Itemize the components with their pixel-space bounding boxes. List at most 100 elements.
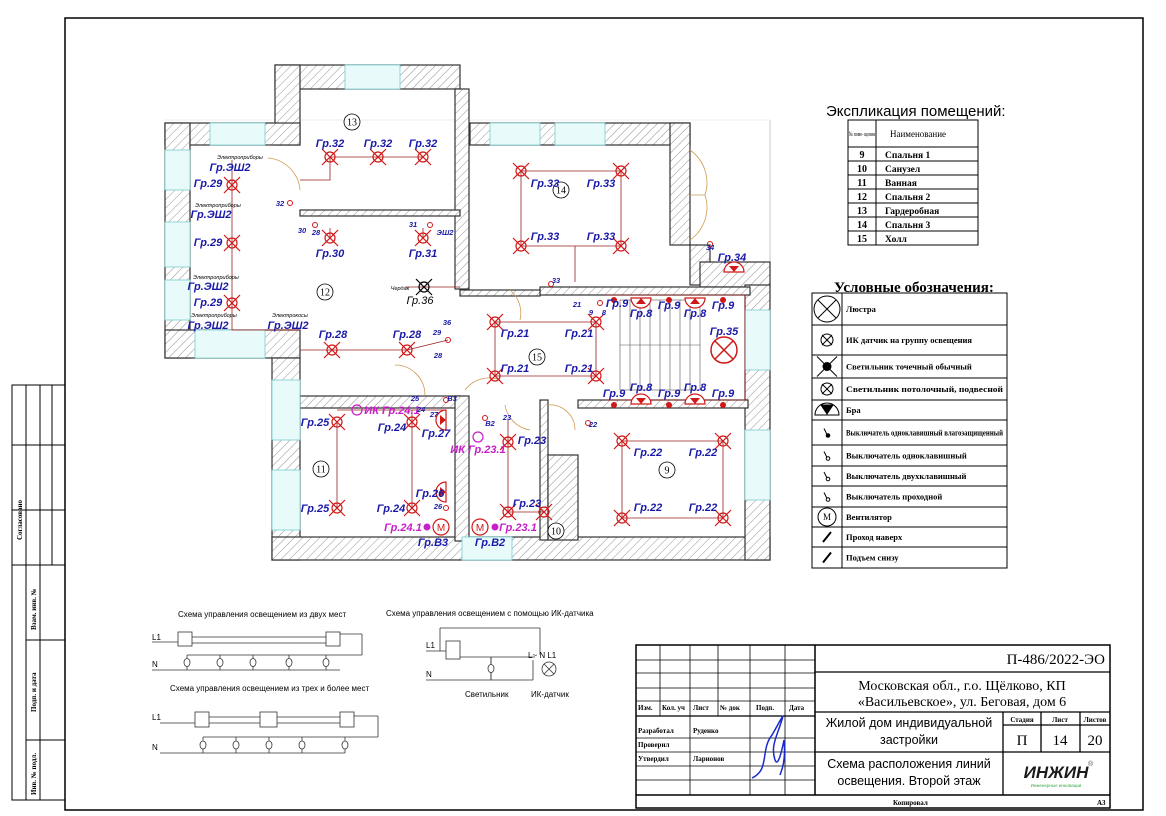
note-label: Электроприборы: [191, 313, 237, 319]
switch-icon: [445, 337, 451, 343]
scheme-lamp-icon: [341, 740, 349, 750]
group-label: Гр.ЭШ2: [187, 281, 228, 293]
chandelier-icon: [710, 336, 738, 364]
ir-light-icon: [491, 523, 499, 531]
note-label: Электроприборы: [195, 203, 241, 209]
lamp-label: Светильник: [465, 690, 509, 699]
ir-group-label: ИК Гр.23.1: [450, 444, 505, 456]
switch-number: 29: [432, 328, 442, 337]
switch-number: В2: [485, 419, 495, 428]
wall-lamp-fill: [690, 298, 700, 304]
ceiling-light-icon: [486, 367, 504, 385]
ceiling-light-icon: [512, 162, 530, 180]
object-name-1: Жилой дом индивидуальной: [826, 716, 992, 730]
group-label: Гр.В3: [418, 537, 448, 549]
scheme-lamp-icon: [487, 664, 495, 673]
ceiling-light-icon: [223, 176, 241, 194]
group-label: Гр.34: [718, 252, 747, 264]
sensor-label: ИК-датчик: [531, 690, 569, 699]
explication-title: Экспликация помещений:: [826, 103, 1006, 120]
ceiling-light-icon: [714, 509, 732, 527]
group-label: Гр.8: [630, 308, 653, 320]
scheme-two-places-title: Схема управления освещением из двух мест: [178, 610, 346, 619]
svg-text:M: M: [437, 523, 445, 534]
group-label: Гр.33: [531, 231, 560, 243]
room-number: 10: [551, 527, 561, 538]
switch-number: 21: [572, 300, 581, 309]
scheme-lamp-icon: [285, 658, 293, 667]
document-code: П-486/2022-ЭО: [1007, 652, 1106, 668]
group-label: Гр.9: [712, 300, 735, 312]
spot-light-icon: [816, 356, 838, 377]
group-label: Гр.33: [587, 178, 616, 190]
ceiling-light-icon: [414, 148, 432, 166]
switch-number: 34: [706, 243, 715, 252]
ceiling-light-icon: [486, 313, 504, 331]
spot-light-icon: [666, 297, 672, 303]
svg-text:Инженерные инновации: Инженерные инновации: [1031, 783, 1082, 788]
switch-icon: [312, 222, 318, 228]
scheme-lamp-icon: [183, 658, 191, 667]
group-label: Гр.8: [630, 382, 653, 394]
wall-lamp-fill: [440, 487, 446, 497]
switch-number: 30: [298, 226, 307, 235]
spot-light-icon: [611, 402, 617, 408]
svg-text:M: M: [823, 512, 831, 522]
switch-number: 23: [502, 413, 512, 422]
legend-label: Светильник точечный обычный: [846, 362, 972, 372]
group-label: Гр.29: [194, 297, 223, 309]
ceiling-light-icon: [512, 237, 530, 255]
col-header-izm: Изм.: [638, 704, 653, 712]
group-label: Гр.32: [409, 138, 438, 150]
svg-text:ИНЖИН: ИНЖИН: [1024, 763, 1089, 782]
n-label: N: [426, 670, 432, 679]
group-label: Гр.27: [422, 428, 451, 440]
room-num: 15: [857, 234, 867, 245]
note-label: Электрокосы: [272, 313, 308, 319]
wall-lamp-fill: [729, 266, 739, 272]
name-approver: Ларионов: [693, 755, 725, 763]
group-label: Гр.21: [565, 328, 594, 340]
room-name: Санузел: [885, 165, 921, 175]
scheme-lamp-icon: [298, 740, 306, 750]
chandelier-icon: [813, 295, 841, 323]
wall-lamp-fill: [636, 398, 646, 404]
switch-number: 28: [311, 228, 321, 237]
ceiling-light-icon: [820, 382, 834, 396]
group-label: Гр.35: [710, 326, 739, 338]
group-label: Гр.9: [603, 388, 626, 400]
room-number-marker: [658, 461, 676, 479]
signature: [751, 715, 786, 779]
legend-label: ИК датчик на группу освещения: [846, 335, 972, 345]
doors: [267, 149, 708, 431]
room-name: Гардеробная: [885, 206, 939, 217]
ceiling-light-icon: [499, 503, 517, 521]
format-label: А3: [1097, 799, 1106, 807]
group-label: Гр.ЭШ2: [209, 162, 250, 174]
group-label: Гр.9: [658, 300, 681, 312]
group-label: Гр.31: [409, 248, 438, 260]
group-label: Гр.29: [194, 178, 223, 190]
switch-number: 36: [443, 318, 452, 327]
group-label: Гр.24: [377, 503, 406, 515]
group-label: Гр.21: [501, 363, 530, 375]
fan-icon: M: [817, 507, 837, 527]
col-header-sign: Подп.: [756, 704, 774, 712]
switch-number: 28: [433, 351, 443, 360]
group-label: Гр.В2: [475, 537, 505, 549]
sign-date-label: Подп. и дата: [30, 672, 38, 712]
ceiling-light-icon: [328, 499, 346, 517]
switch-number: 8: [602, 308, 607, 317]
group-label: Гр.8: [684, 308, 707, 320]
group-label: Гр.8: [684, 382, 707, 394]
wall-lamp-fill: [690, 398, 700, 404]
sheet-title-1: Схема расположения линий: [827, 757, 991, 771]
scheme-lamp-icon: [249, 658, 257, 667]
